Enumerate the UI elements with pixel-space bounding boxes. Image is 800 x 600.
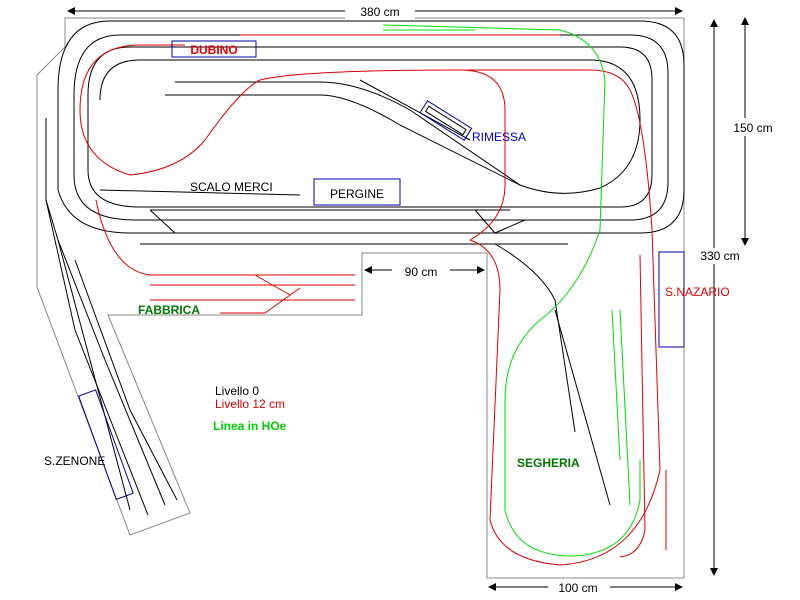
rimessa-box: [419, 100, 473, 141]
legend-level12: Livello 12 cm: [215, 397, 285, 411]
dim-width-bottom: 100 cm: [558, 581, 597, 595]
label-s-nazario: S.NAZARIO: [665, 285, 730, 299]
track-hoe: [382, 24, 641, 557]
dim-height-upper: 150 cm: [733, 121, 772, 135]
dim-label-bg: [345, 3, 415, 19]
s-nazario-box: [658, 251, 685, 348]
legend-hoe: Linea in HOe: [213, 419, 287, 433]
label-rimessa: RIMESSA: [472, 130, 526, 144]
s-zenone-box: [78, 389, 134, 501]
dim-width-inner: 90 cm: [405, 265, 438, 279]
label-scalo-merci: SCALO MERCI: [190, 180, 273, 194]
label-segheria: SEGHERIA: [517, 456, 580, 470]
dim-label-bg: [548, 580, 610, 596]
benchwork-outline: [36, 17, 685, 579]
label-dubino: DUBINO: [190, 43, 237, 57]
dim-label-bg: [722, 118, 784, 136]
dim-label-bg: [392, 263, 450, 279]
dim-height-total: 330 cm: [700, 249, 739, 263]
dimension-lines: [67, 7, 749, 591]
label-s-zenone: S.ZENONE: [44, 454, 105, 468]
label-pergine: PERGINE: [330, 187, 384, 201]
track-level-12: [79, 34, 667, 566]
dim-label-bg: [688, 248, 750, 264]
legend-level0: Livello 0: [215, 384, 259, 398]
dim-width-top: 380 cm: [360, 5, 399, 19]
dubino-box: [171, 40, 257, 58]
label-fabbrica: FABBRICA: [138, 303, 200, 317]
pergine-box: [313, 178, 401, 206]
track-level-0: [45, 20, 685, 516]
